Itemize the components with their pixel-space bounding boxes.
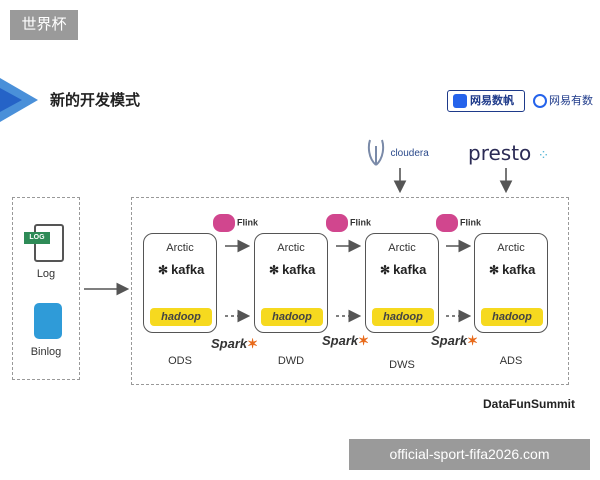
stage-ods-card: Arctic ✻kafka hadoop	[143, 233, 217, 333]
source-box	[12, 197, 80, 380]
spark-logo: Spark✶	[322, 333, 370, 348]
presto-dots-icon: ⁘	[537, 148, 550, 164]
spark-star-icon: ✶	[467, 333, 479, 348]
log-tag: LOG	[24, 232, 50, 244]
flink-logo: Flink	[436, 214, 481, 232]
stage-name-ods: ODS	[168, 355, 192, 367]
netease-youshu-icon	[533, 94, 547, 108]
source-binlog-label: Binlog	[30, 346, 62, 358]
brand-1-text: 网易数帆	[470, 95, 514, 107]
brand-2-text: 网易有数	[549, 95, 593, 107]
hadoop-logo: hadoop	[481, 308, 543, 326]
cloudera-impala-logo: cloudera	[366, 138, 429, 166]
spark-star-icon: ✶	[358, 333, 370, 348]
brand-logo-2: 网易有数	[531, 90, 595, 112]
kafka-logo: ✻kafka	[380, 262, 427, 277]
watermark-top: 世界杯	[10, 10, 78, 40]
stage-name-dws: DWS	[389, 359, 415, 371]
flink-logo: Flink	[326, 214, 371, 232]
flink-logo: Flink	[213, 214, 258, 232]
arctic-label: Arctic	[388, 242, 416, 254]
footer-brand: DataFunSummit	[483, 397, 576, 411]
brand-logo-1: 网易数帆	[447, 90, 525, 112]
presto-logo: presto ⁘	[468, 141, 550, 165]
netease-shufan-icon	[453, 94, 467, 108]
stage-name-dwd: DWD	[277, 355, 305, 367]
pipeline-box	[131, 197, 569, 385]
stage-name-ads: ADS	[499, 355, 523, 367]
stage-dws-card: Arctic ✻kafka hadoop	[365, 233, 439, 333]
spark-logo: Spark✶	[211, 336, 259, 351]
hadoop-logo: hadoop	[372, 308, 434, 326]
kafka-logo: ✻kafka	[158, 262, 205, 277]
arctic-label: Arctic	[277, 242, 305, 254]
source-log-label: Log	[36, 268, 56, 280]
stage-dwd-card: Arctic ✻kafka hadoop	[254, 233, 328, 333]
kafka-icon: ✻	[269, 263, 280, 277]
hadoop-logo: hadoop	[261, 308, 323, 326]
stage-ads-card: Arctic ✻kafka hadoop	[474, 233, 548, 333]
flink-icon	[326, 214, 348, 232]
hadoop-logo: hadoop	[150, 308, 212, 326]
log-icon: LOG	[24, 224, 64, 262]
watermark-bottom: official-sport-fifa2026.com	[349, 439, 590, 470]
title-accent-shape	[0, 78, 38, 122]
kafka-icon: ✻	[489, 263, 500, 277]
kafka-logo: ✻kafka	[489, 262, 536, 277]
kafka-icon: ✻	[158, 263, 169, 277]
spark-star-icon: ✶	[247, 336, 259, 351]
flink-icon	[213, 214, 235, 232]
binlog-icon	[34, 303, 62, 339]
page-title: 新的开发模式	[50, 92, 141, 109]
kafka-logo: ✻kafka	[269, 262, 316, 277]
spark-logo: Spark✶	[431, 333, 479, 348]
impala-antler-icon	[367, 139, 385, 166]
arctic-label: Arctic	[166, 242, 194, 254]
arctic-label: Arctic	[497, 242, 525, 254]
flink-icon	[436, 214, 458, 232]
kafka-icon: ✻	[380, 263, 391, 277]
